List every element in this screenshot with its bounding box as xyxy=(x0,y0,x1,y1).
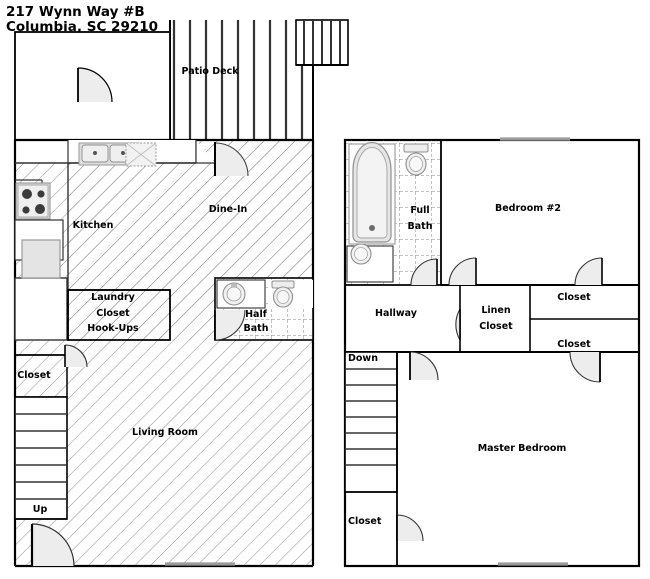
refrigerator xyxy=(21,239,61,279)
label-stairs-up: Up xyxy=(33,504,48,515)
kitchen-sink xyxy=(78,142,140,166)
entry-door xyxy=(15,518,75,567)
label-patio-deck: Patio Deck xyxy=(181,66,239,77)
label-laundry-closet: Closet xyxy=(96,308,130,319)
label-closet-top: Closet xyxy=(557,292,591,303)
closet-door xyxy=(64,344,88,368)
label-half: Half xyxy=(245,309,268,320)
label-dine-in: Dine-In xyxy=(209,204,248,215)
range-stove xyxy=(15,182,51,220)
label-bedroom-2: Bedroom #2 xyxy=(495,203,561,214)
label-linen: Linen xyxy=(481,305,511,316)
second-floor-plan: Full Bath Bedroom #2 Hallway Linen Close… xyxy=(343,137,641,568)
bathtub xyxy=(352,141,392,243)
dishwasher xyxy=(125,142,157,167)
label-hallway: Hallway xyxy=(375,308,418,319)
label-linen-closet: Closet xyxy=(479,321,513,332)
label-kitchen: Kitchen xyxy=(73,220,114,231)
first-floor-plan: Patio Deck Kitchen Dine-In Laundry Close… xyxy=(13,19,349,568)
up-stairs xyxy=(14,396,68,520)
master-closet xyxy=(345,491,424,566)
address-title: 217 Wynn Way #B Columbia, SC 29210 xyxy=(6,4,158,35)
label-bath: Bath xyxy=(244,323,269,334)
closet-mid-door xyxy=(569,351,601,383)
master-door xyxy=(409,351,439,381)
upper-left-room xyxy=(14,31,171,141)
full-bath xyxy=(345,140,442,286)
label-living-room: Living Room xyxy=(132,427,198,438)
patio-deck xyxy=(169,20,314,140)
upper-left-door xyxy=(77,67,113,103)
master-closet-door xyxy=(396,514,424,542)
first-floor-labels: Patio Deck Kitchen Dine-In Laundry Close… xyxy=(17,66,268,515)
half-bath-toilet xyxy=(271,280,295,308)
label-bath-full: Bath xyxy=(408,221,433,232)
bedroom2-door-b xyxy=(574,257,603,286)
bedroom-2 xyxy=(441,137,639,286)
label-laundry: Laundry xyxy=(91,292,135,303)
bath-door xyxy=(410,258,438,286)
label-closet-lower: Closet xyxy=(17,370,51,381)
label-full: Full xyxy=(410,205,429,216)
title-line-1: 217 Wynn Way #B xyxy=(6,4,145,20)
label-master-bedroom: Master Bedroom xyxy=(478,443,567,454)
half-bath xyxy=(214,277,314,341)
laundry-closet xyxy=(67,289,171,341)
label-laundry-hookups: Hook-Ups xyxy=(87,323,139,334)
title-line-2: Columbia, SC 29210 xyxy=(6,19,158,35)
label-closet-mid: Closet xyxy=(557,339,591,350)
bedroom2-door-a xyxy=(448,257,477,286)
label-closet-master: Closet xyxy=(348,516,382,527)
label-stairs-down: Down xyxy=(348,353,378,364)
full-bath-toilet xyxy=(403,143,429,176)
full-bath-sink xyxy=(346,243,394,283)
half-bath-door xyxy=(214,309,246,341)
half-bath-sink xyxy=(222,282,246,306)
exterior-stairs xyxy=(295,19,349,66)
kitchen-door xyxy=(214,142,249,177)
second-floor-labels-left: Down Closet xyxy=(348,353,382,527)
second-floor-labels: Full Bath Bedroom #2 Hallway Linen Close… xyxy=(375,203,591,454)
down-stairs xyxy=(344,351,398,493)
deck-slats xyxy=(172,20,304,140)
linen-door xyxy=(455,308,461,341)
